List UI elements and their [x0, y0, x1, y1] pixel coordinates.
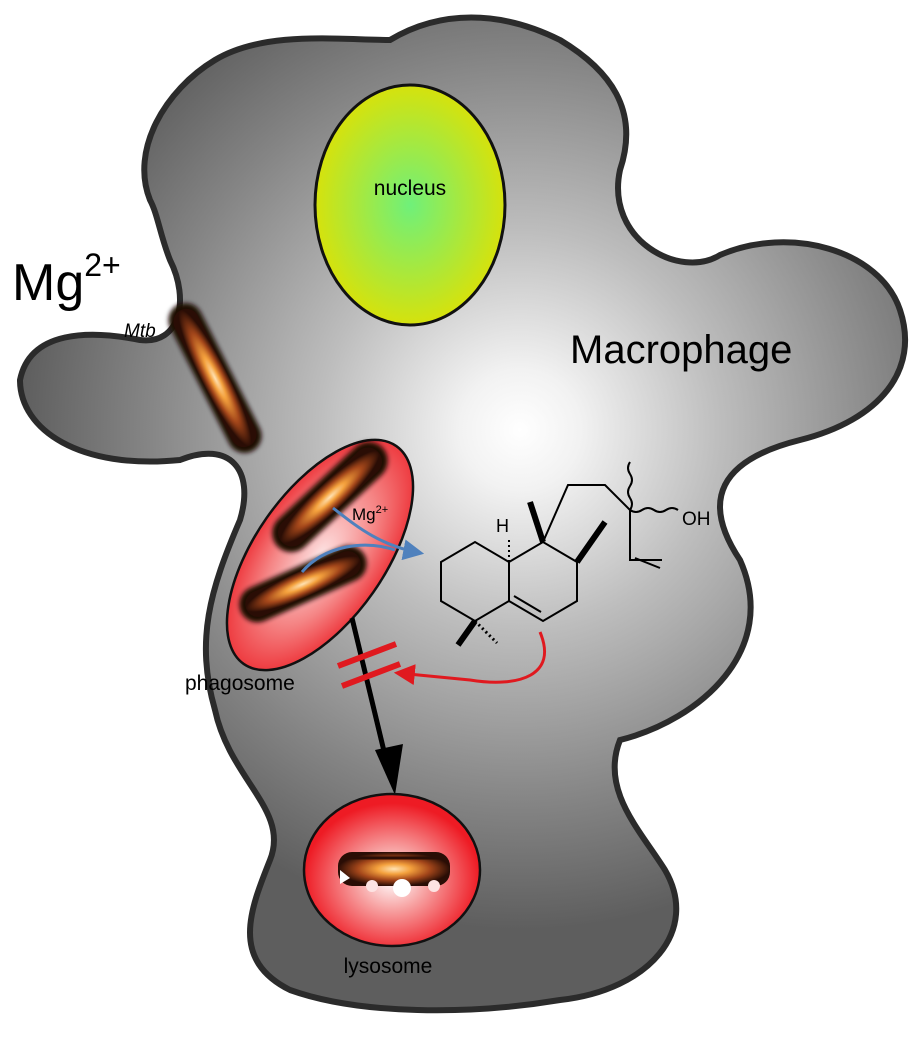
mg-small-base: Mg: [352, 505, 376, 524]
inhibition-arrow: [393, 631, 547, 686]
atom-oh-label: OH: [682, 509, 711, 530]
mg-base: Mg: [12, 254, 84, 312]
rod-bacterium-icon: [168, 303, 262, 453]
lysosome-label: lysosome: [344, 955, 433, 978]
macrophage-label: Macrophage: [570, 328, 792, 372]
nucleus: [313, 83, 507, 327]
inhibition-mark-icon: [336, 641, 402, 689]
phagosome-label: phagosome: [185, 672, 295, 695]
phagosome-mg-label: Mg2+: [352, 504, 388, 524]
mg-uptake-arrow: [300, 543, 396, 573]
trafficking-arrow: [349, 617, 403, 795]
mtb-label: Mtb: [124, 321, 156, 342]
extracellular-mg-label: Mg2+: [12, 247, 121, 312]
nucleus-label: nucleus: [374, 177, 446, 200]
degraded-bacterium-icon: [338, 852, 450, 897]
mg-small-superscript: 2+: [376, 504, 389, 516]
rod-bacterium-icon: [239, 545, 367, 623]
mg-flux-arrow: [332, 506, 425, 561]
atom-h-label: H: [496, 516, 509, 536]
molecular-structure-icon: [440, 461, 679, 647]
rod-bacterium-icon: [272, 441, 388, 553]
mg-superscript: 2+: [84, 247, 120, 283]
macrophage-cell: [16, 14, 908, 1014]
